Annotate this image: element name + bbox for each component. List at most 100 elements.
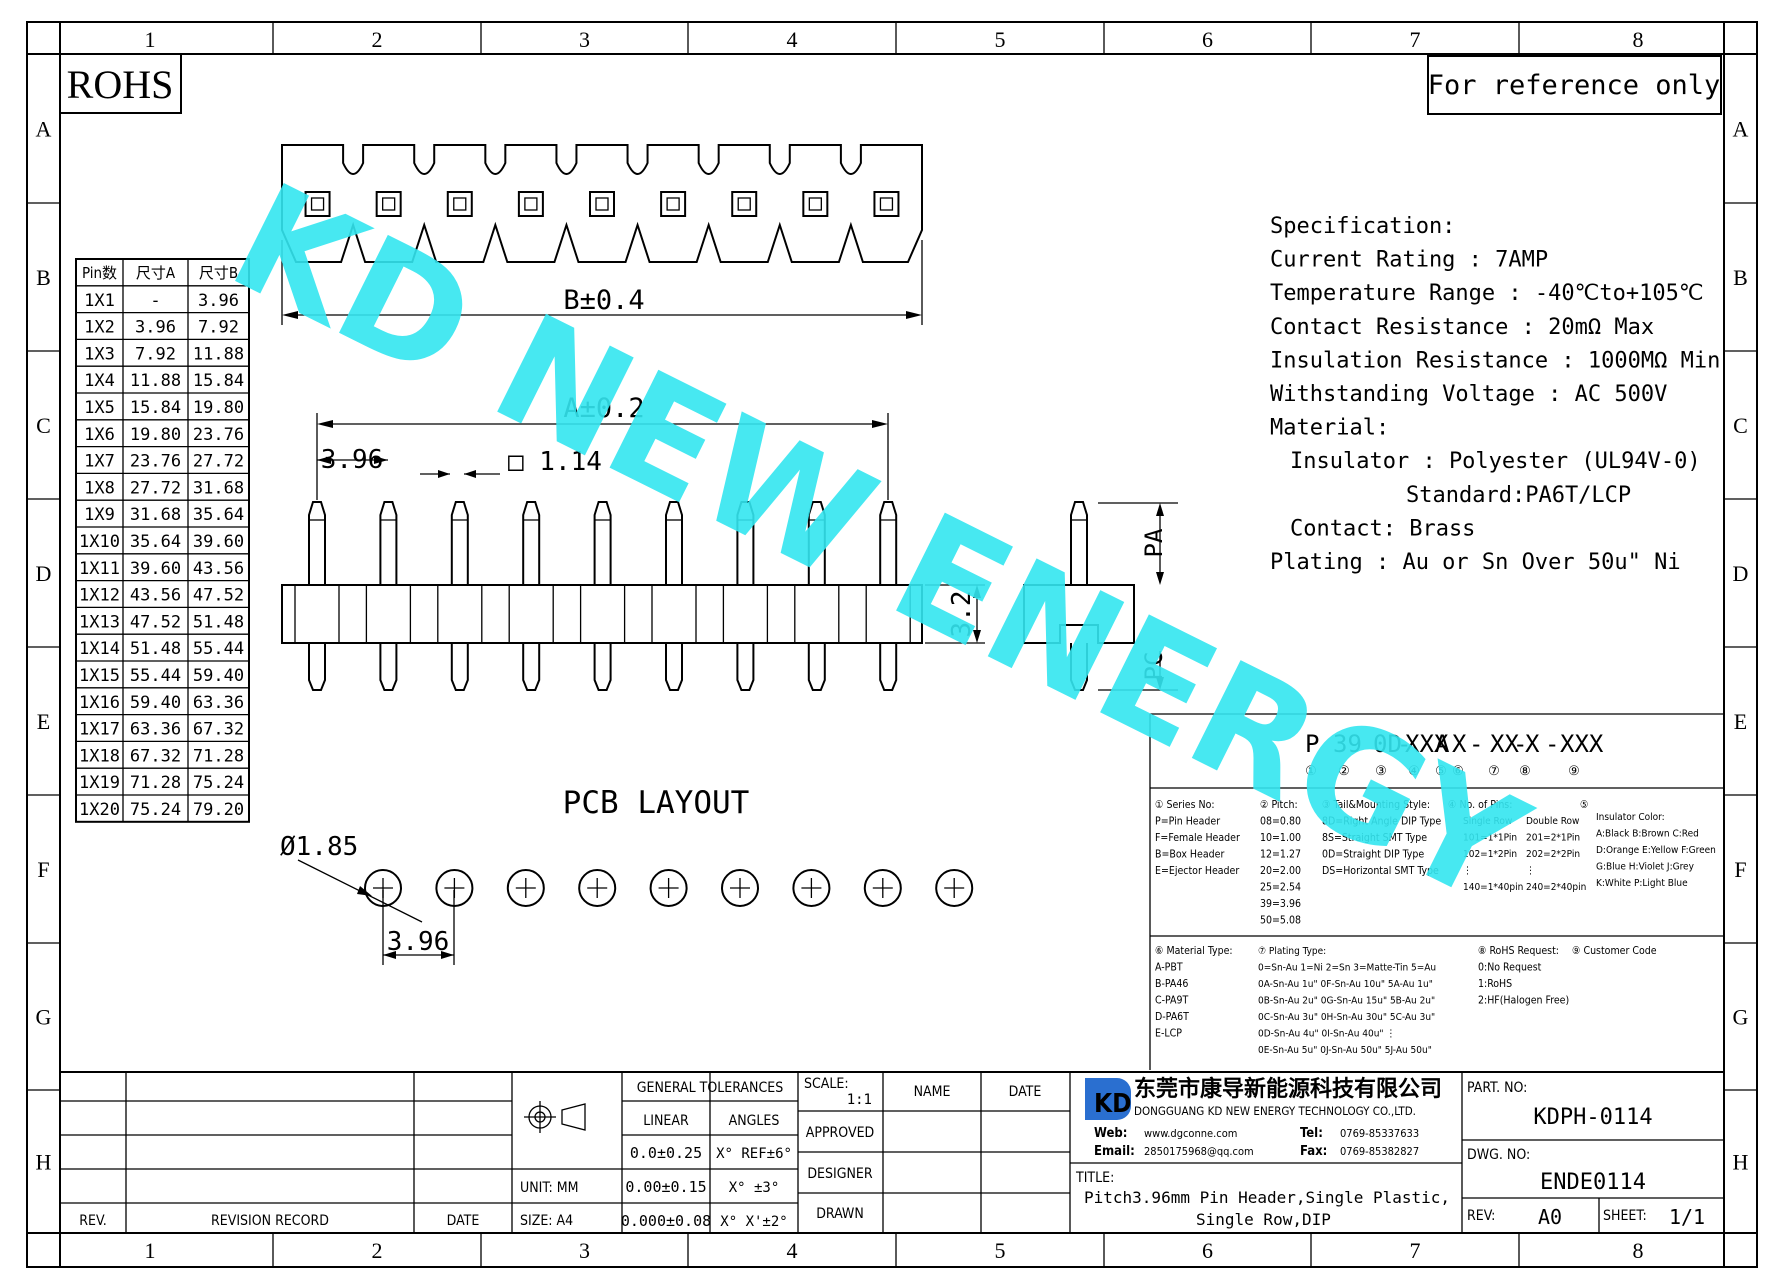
pcb-hole [506,869,545,907]
zone-col-label-2: 2 [372,27,383,52]
dimension-b: B±0.4 [281,240,923,325]
pin-table-cell: 51.48 [193,612,244,632]
pin-cavity [651,584,697,644]
projection-cone [561,1103,586,1131]
pin-lower [807,643,826,691]
pin-table-cell: 1X18 [79,746,120,766]
pin-cavity [579,584,626,644]
pin-lower [522,643,541,691]
pin-table-cell: 3.96 [135,318,176,338]
tel-label: Tel: [1300,1126,1323,1141]
pin-square-inner [310,197,325,211]
tol-linear: 0.000±0.08 [621,1212,711,1230]
zone-row-label-H: H [36,1150,52,1175]
legend-plating: 0D-Sn-Au 4u" 0I-Sn-Au 40u" ⋮ [1258,1029,1395,1040]
part-code-segment: X [1452,730,1467,758]
pin-square [873,191,900,217]
pin-table-cell: 19.80 [193,398,244,418]
pin-square [517,191,544,217]
zone-col-label-7: 7 [1410,27,1421,52]
specification-block: Specification:Current Rating : 7AMPTempe… [1270,214,1720,575]
pin-lower [593,643,612,691]
dimension-pa-pc: PA PC [1098,502,1178,691]
general-tolerances: GENERAL TOLERANCES [637,1080,783,1096]
zone-row-label-C: C [36,413,51,438]
pin-table-cell: 7.92 [135,344,176,364]
pcb-pitch-label: 3.96 [387,927,450,957]
zone-row-label-C: C [1733,413,1748,438]
part-code-segment: XXX [1405,730,1449,758]
pin-table-cell: 1X7 [84,452,115,472]
part-code-segment: 0D [1373,730,1402,758]
legend-pins-double: 202=2*2Pin [1526,849,1580,860]
legend-pitch: 08=0.80 [1260,816,1301,828]
pin-square-inner [382,197,396,211]
pcb-hole [863,869,902,907]
legend-material: D-PA6T [1155,1011,1189,1023]
part-code-segment: 39 [1333,730,1362,758]
scale-label: SCALE: [804,1076,849,1092]
legend-pins-double: 240=2*40pin [1526,882,1586,893]
pcb-hole [649,869,688,907]
zone-row-label-B: B [36,265,51,290]
pin-table-cell: 39.60 [193,532,244,552]
pin-lower [879,643,898,691]
zone-col-label-5: 5 [995,1238,1006,1263]
web-value: www.dgconne.com [1144,1127,1237,1140]
zone-row-label-A: A [1733,117,1749,142]
part-code-index: ③ [1375,764,1387,779]
pin-table-cell: 1X1 [84,291,115,311]
title-line-1: Pitch3.96mm Pin Header,Single Plastic, [1084,1188,1450,1207]
legend-material: B-PA46 [1155,978,1188,990]
pin-table-cell: 1X11 [79,559,120,579]
legend-pins-double: 201=2*1Pin [1526,833,1580,844]
zone-col-label-1: 1 [145,1238,156,1263]
sheet-value: 1/1 [1669,1205,1705,1229]
unit-label: UNIT: MM [520,1180,579,1196]
pin-table-cell: 55.44 [130,666,181,686]
zone-row-label-F: F [1734,857,1746,882]
pin-square-inner [879,197,894,211]
pin-upper [450,501,469,585]
pin-table-cell: 23.76 [130,452,181,472]
spec-line: Standard:PA6T/LCP [1406,483,1631,508]
legend-plating: ⑦ Plating Type: [1258,946,1326,957]
part-code-index: ⑧ [1519,764,1531,779]
legend-rohs: 2:HF(Halogen Free) [1478,995,1569,1007]
rev-no-value: A0 [1538,1205,1562,1229]
dimension-pitch: 3.96 □ 1.14 [317,445,602,478]
pin-cavity [365,584,412,644]
pin-table-cell: 3.96 [198,291,239,311]
pin-table-cell: 79.20 [193,800,244,820]
legend-pitch: ② Pitch: [1260,799,1298,811]
zone-col-label-6: 6 [1202,1238,1213,1263]
pin-lower [450,643,469,691]
pin-square-inner [808,197,822,211]
legend-color: Insulator Color: [1596,812,1665,823]
pin-table-cell: 63.36 [193,693,244,713]
company-logo-icon [1085,1078,1131,1120]
pin-table-cell: - [150,291,160,311]
legend-series: ① Series No: [1155,799,1215,811]
pin-table-cell: 1X13 [79,612,120,632]
tol-angle: X° X'±2° [720,1214,787,1230]
pin-table-cell: 15.84 [130,398,181,418]
legend-tail: 8D=Right Angle DIP Type [1322,816,1441,828]
legend-pins-single: 102=1*2Pin [1463,849,1517,860]
pin-table-cell: 15.84 [193,371,244,391]
legend-rohs: ⑧ RoHS Request: [1478,945,1559,957]
side-body [1023,584,1135,644]
size-label: SIZE: A4 [520,1213,573,1229]
zone-row-label-D: D [36,561,52,586]
spec-line: Specification: [1270,214,1455,239]
legend-color: D:Orange E:Yellow F:Green [1596,845,1716,856]
spec-line: Temperature Range : -40℃to+105℃ [1270,281,1704,306]
pin-table-cell: 75.24 [130,800,181,820]
legend-material: ⑥ Material Type: [1155,945,1233,957]
rev-date-label: DATE [447,1213,480,1229]
angles-label: ANGLES [729,1113,780,1129]
legend-tail: 8S=Straight SMT Type [1322,832,1427,844]
title-line-2: Single Row,DIP [1196,1210,1331,1229]
tol-angle: X° REF±6° [716,1146,792,1162]
